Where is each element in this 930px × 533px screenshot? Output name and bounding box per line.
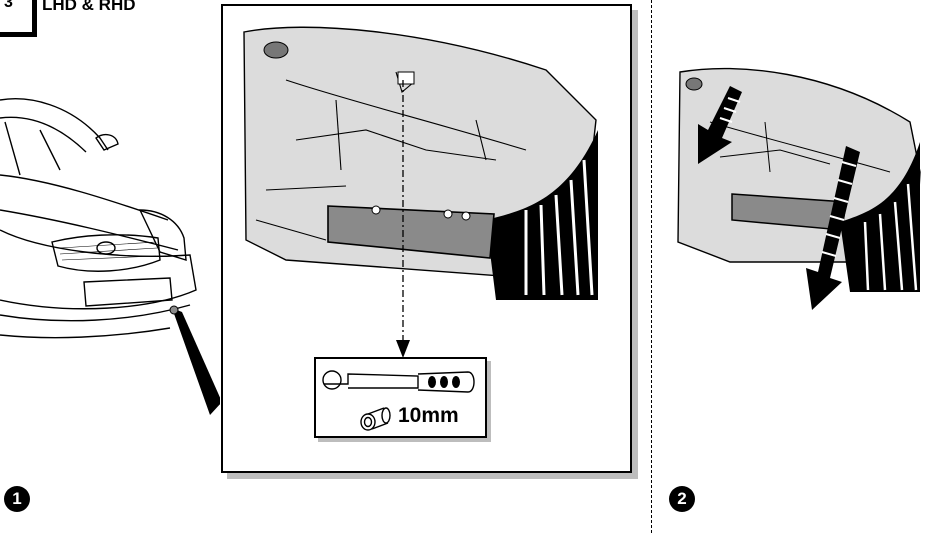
step-number: 3 xyxy=(4,0,13,11)
car-front-icon xyxy=(0,98,220,415)
tool-box xyxy=(314,357,487,438)
leader-line xyxy=(396,80,410,358)
step-number-box xyxy=(0,0,34,34)
step-title: LHD & RHD xyxy=(42,0,136,14)
step-badge-2: 2 xyxy=(669,486,695,512)
socket-icon xyxy=(360,407,391,431)
removal-arrow-1 xyxy=(698,86,742,164)
tool-size-label: 10mm xyxy=(398,404,459,427)
removal-illustration xyxy=(677,67,921,310)
underbody-icon xyxy=(243,26,598,300)
step-badge-1: 1 xyxy=(4,486,30,512)
removal-arrow-2 xyxy=(806,146,860,310)
ratchet-icon xyxy=(322,370,475,393)
section-divider xyxy=(651,0,652,533)
